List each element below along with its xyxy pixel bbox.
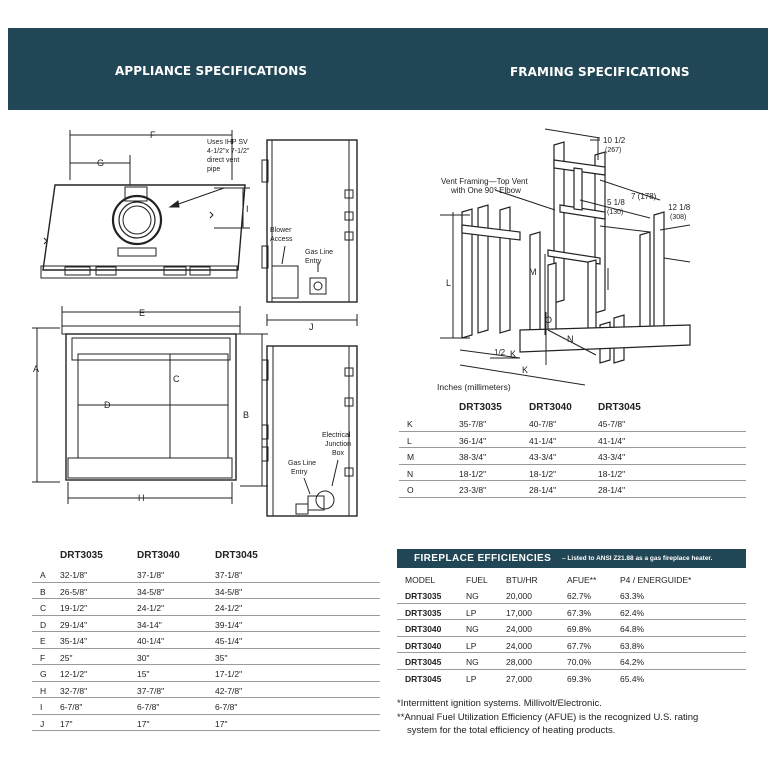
dim-5-1-8-mm: (130) <box>607 209 623 216</box>
dim-J: J <box>309 322 314 332</box>
table-row: E 35-1/4" 40-1/4" 45-1/4" <box>32 632 380 649</box>
side-view-2-diagram <box>261 345 358 517</box>
dim-C: C <box>173 374 180 384</box>
dim-12-1-8-mm: (308) <box>670 214 686 221</box>
blower-label-1: Blower <box>270 227 292 234</box>
vent-note-4: pipe <box>207 166 220 173</box>
dim-M: M <box>529 267 537 277</box>
table-row: DRT3035 LP 17,000 67.3% 62.4% <box>397 604 746 620</box>
header-banner <box>8 28 768 110</box>
front-view-diagram <box>32 306 268 504</box>
side-view-1-diagram <box>261 139 358 326</box>
top-view-diagram <box>40 130 250 279</box>
vent-note-2: 4-1/2"x 7-1/2" <box>207 148 250 155</box>
blower-label-2: Access <box>270 236 293 243</box>
table-row: DRT3040 LP 24,000 67.7% 63.8% <box>397 637 746 653</box>
appliance-col-1: DRT3035 <box>60 550 103 561</box>
elec-label-3: Box <box>332 450 345 457</box>
eff-col-model: MODEL <box>405 575 436 585</box>
table-row: DRT3035 NG 20,000 62.7% 63.3% <box>397 587 746 604</box>
footnote-afue: **Annual Fuel Utilization Efficiency (AF… <box>397 712 699 723</box>
dim-L: L <box>446 278 451 288</box>
gas-label-1: Gas Line <box>305 249 333 256</box>
table-row: C 19-1/2" 24-1/2" 24-1/2" <box>32 599 380 616</box>
dim-half-k: 1/2 <box>494 348 506 357</box>
dim-5-1-8: 5 1/8 <box>607 198 625 207</box>
gas-label-2: Entry <box>305 258 322 265</box>
eff-col-btu: BTU/HR <box>506 575 538 585</box>
appliance-col-3: DRT3045 <box>215 550 258 561</box>
dim-K: K <box>522 365 528 375</box>
framing-col-1: DRT3035 <box>459 402 502 413</box>
dim-A: A <box>33 364 39 374</box>
dim-F: F <box>150 130 156 140</box>
dim-12-1-8: 12 1/8 <box>668 203 691 212</box>
vf-label-2: with One 90° Elbow <box>450 186 521 195</box>
table-row: K 35-7/8" 40-7/8" 45-7/8" <box>399 415 746 432</box>
footnote-ignition: *Intermittent ignition systems. Millivol… <box>397 698 602 709</box>
dim-10-1-2-mm: (267) <box>605 147 621 154</box>
units-note: Inches (millimeters) <box>437 382 511 392</box>
vent-note-3: direct vent <box>207 157 239 164</box>
table-row: D 29-1/4" 34-14" 39-1/4" <box>32 616 380 632</box>
efficiencies-subtitle: – Listed to ANSI Z21.88 as a gas firepla… <box>562 555 713 562</box>
dim-I: I <box>246 204 249 214</box>
dim-O: O <box>545 315 552 325</box>
table-row: DRT3045 NG 28,000 70.0% 64.2% <box>397 653 746 670</box>
table-row: F 25" 30" 35" <box>32 649 380 665</box>
table-row: N 18-1/2" 18-1/2" 18-1/2" <box>399 465 746 481</box>
gas2-label-1: Gas Line <box>288 460 316 467</box>
dim-K-small: K <box>510 349 516 359</box>
vent-note-1: Uses IHP SV <box>207 139 248 146</box>
table-row: B 26-5/8" 34-5/8" 34-5/8" <box>32 583 380 599</box>
table-row: J 17" 17" 17" <box>32 715 380 731</box>
framing-col-3: DRT3045 <box>598 402 641 413</box>
table-row: A 32-1/8" 37-1/8" 37-1/8" <box>32 566 380 583</box>
table-row: L 36-1/4" 41-1/4" 41-1/4" <box>399 432 746 448</box>
table-row: O 23-3/8" 28-1/4" 28-1/4" <box>399 481 746 498</box>
dim-B: B <box>243 410 249 420</box>
dim-N: N <box>567 334 574 344</box>
efficiencies-banner: FIREPLACE EFFICIENCIES – Listed to ANSI … <box>397 549 746 568</box>
eff-col-p4: P4 / ENERGUIDE* <box>620 575 692 585</box>
table-row: M 38-3/4" 43-3/4" 43-3/4" <box>399 448 746 465</box>
efficiencies-title: FIREPLACE EFFICIENCIES <box>414 553 552 564</box>
elec-label-1: Electrical <box>322 432 351 439</box>
gas2-label-2: Entry <box>291 469 308 476</box>
framing-col-2: DRT3040 <box>529 402 572 413</box>
vf-label-1: Vent Framing—Top Vent <box>441 177 528 186</box>
elec-label-2: Junction <box>325 441 351 448</box>
eff-col-afue: AFUE** <box>567 575 597 585</box>
dim-G: G <box>97 158 104 168</box>
dim-H: H <box>138 493 145 503</box>
appliance-specs-title: APPLIANCE SPECIFICATIONS <box>115 64 308 78</box>
footnote-afue-cont: system for the total efficiency of heati… <box>407 725 616 736</box>
table-row: DRT3040 NG 24,000 69.8% 64.8% <box>397 620 746 637</box>
dim-10-1-2: 10 1/2 <box>603 136 626 145</box>
dim-7: 7 (178) <box>631 192 657 201</box>
dim-D: D <box>104 400 111 410</box>
table-row: DRT3045 LP 27,000 69.3% 65.4% <box>405 673 645 684</box>
dim-E: E <box>139 308 145 318</box>
table-row: I 6-7/8" 6-7/8" 6-7/8" <box>32 698 380 715</box>
eff-col-fuel: FUEL <box>466 575 488 585</box>
table-row: H 32-7/8" 37-7/8" 42-7/8" <box>32 682 380 698</box>
table-row: G 12-1/2" 15" 17-1/2" <box>32 665 380 682</box>
framing-specs-title: FRAMING SPECIFICATIONS <box>510 65 690 79</box>
appliance-col-2: DRT3040 <box>137 550 180 561</box>
